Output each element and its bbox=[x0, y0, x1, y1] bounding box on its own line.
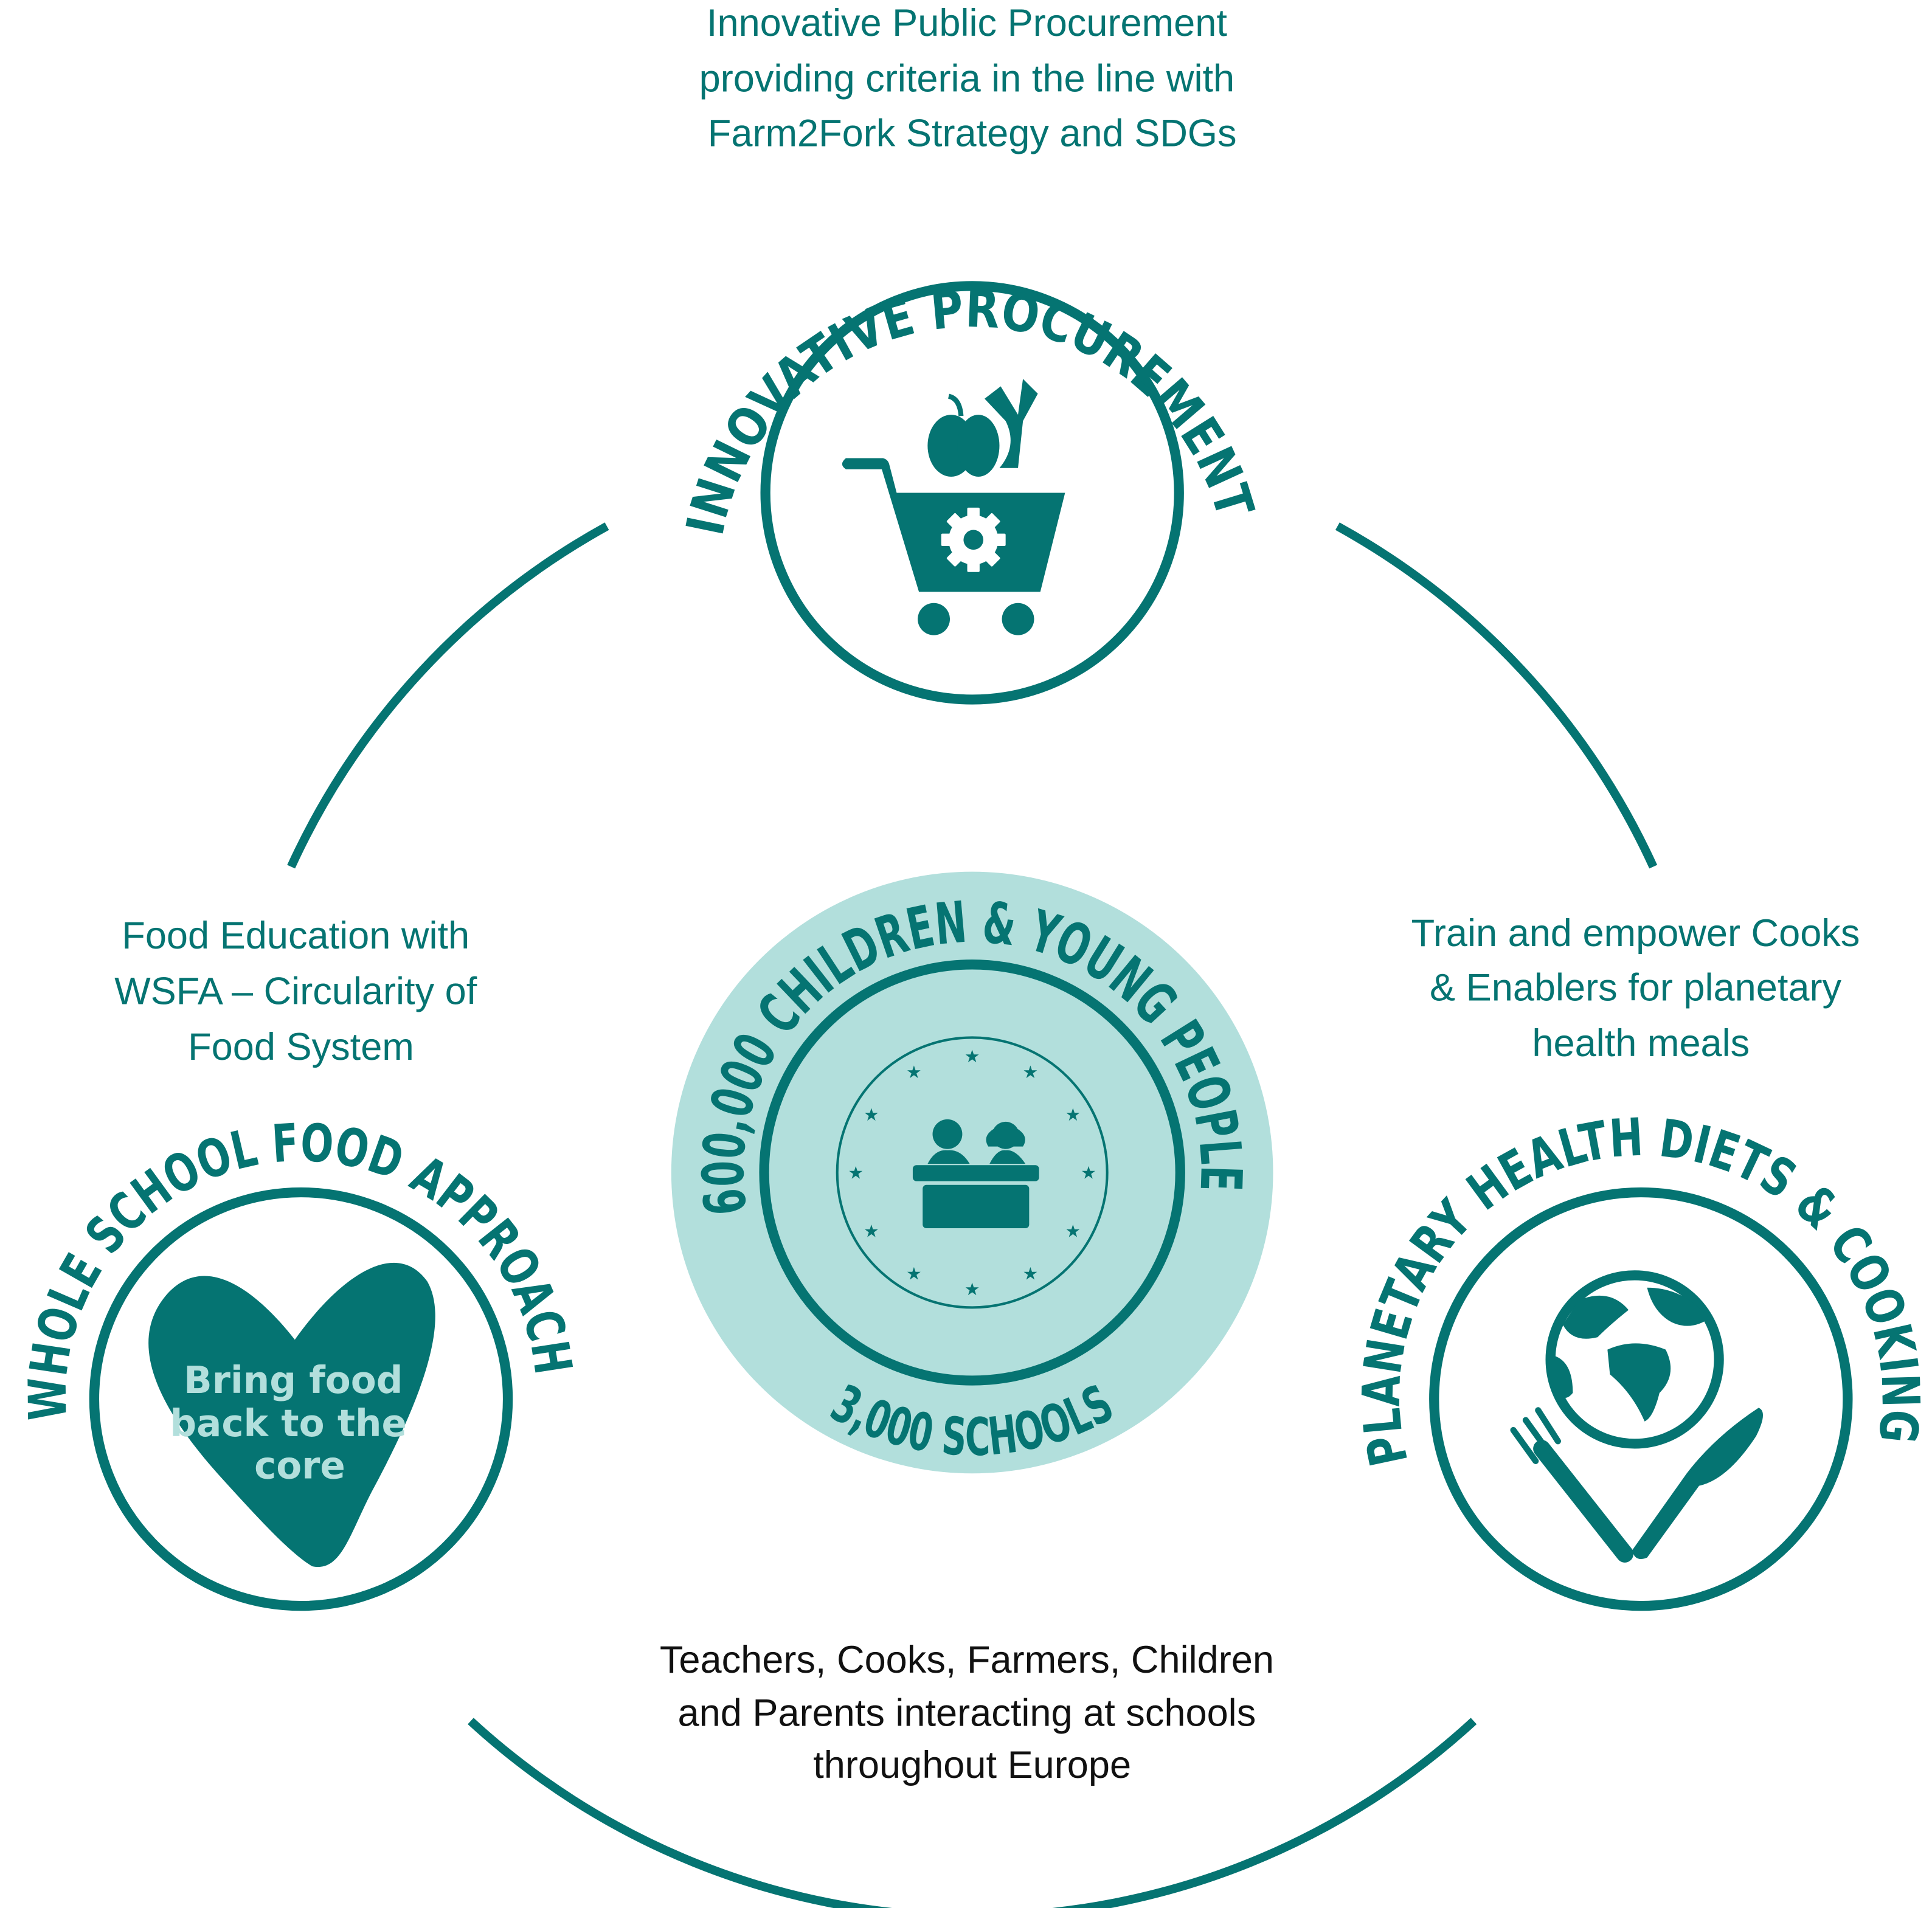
star-icon: ★ bbox=[964, 1046, 980, 1066]
star-icon: ★ bbox=[1081, 1163, 1096, 1183]
star-icon: ★ bbox=[906, 1263, 922, 1284]
star-icon: ★ bbox=[964, 1279, 980, 1299]
star-icon: ★ bbox=[1023, 1263, 1039, 1284]
cycle-arcs bbox=[287, 522, 1658, 1908]
star-icon: ★ bbox=[864, 1105, 879, 1125]
pumpkin-icon bbox=[927, 393, 1000, 477]
heart-text: Bring food back to the core bbox=[170, 1359, 420, 1488]
globe-icon bbox=[1545, 1270, 1724, 1449]
arc-top-right bbox=[1335, 522, 1658, 869]
top-description: Innovative Public Procurement providing … bbox=[699, 2, 1245, 154]
star-icon: ★ bbox=[1065, 1105, 1081, 1125]
planetary-health-badge: PLANETARY HEALTH DIETS & COOKING bbox=[1352, 1108, 1930, 1611]
eu-stars-icon: ★ ★ ★ ★ ★ ★ ★ ★ ★ ★ ★ ★ bbox=[848, 1046, 1096, 1299]
gear-icon bbox=[941, 507, 1006, 572]
right-description: Train and empower Cooks & Enablers for p… bbox=[1411, 912, 1871, 1065]
heart-icon bbox=[148, 1262, 435, 1568]
shopping-cart-icon bbox=[842, 379, 1065, 635]
bottom-description: Teachers, Cooks, Farmers, Children and P… bbox=[660, 1639, 1285, 1786]
star-icon: ★ bbox=[1023, 1062, 1039, 1082]
star-icon: ★ bbox=[906, 1062, 922, 1082]
whole-school-food-approach-badge: WHOLE SCHOOL FOOD APPROACH Bring food ba… bbox=[18, 1113, 583, 1611]
knife-icon bbox=[1632, 1408, 1763, 1560]
star-icon: ★ bbox=[848, 1163, 864, 1183]
star-icon: ★ bbox=[1065, 1221, 1081, 1241]
leek-icon bbox=[985, 379, 1038, 468]
arc-bottom bbox=[468, 1718, 1477, 1908]
innovative-procurement-badge: INNOVATIVE PROCUREMENT bbox=[676, 279, 1265, 705]
left-description: Food Education with WSFA – Circularity o… bbox=[114, 914, 488, 1068]
fork-icon bbox=[1510, 1407, 1634, 1563]
children-at-desk-icon bbox=[912, 1119, 1039, 1229]
children-schools-badge: 600,000 CHILDREN & YOUNG PEOPLE 3,000 SC… bbox=[671, 871, 1273, 1474]
arc-top-left bbox=[287, 522, 609, 869]
star-icon: ★ bbox=[864, 1221, 879, 1241]
